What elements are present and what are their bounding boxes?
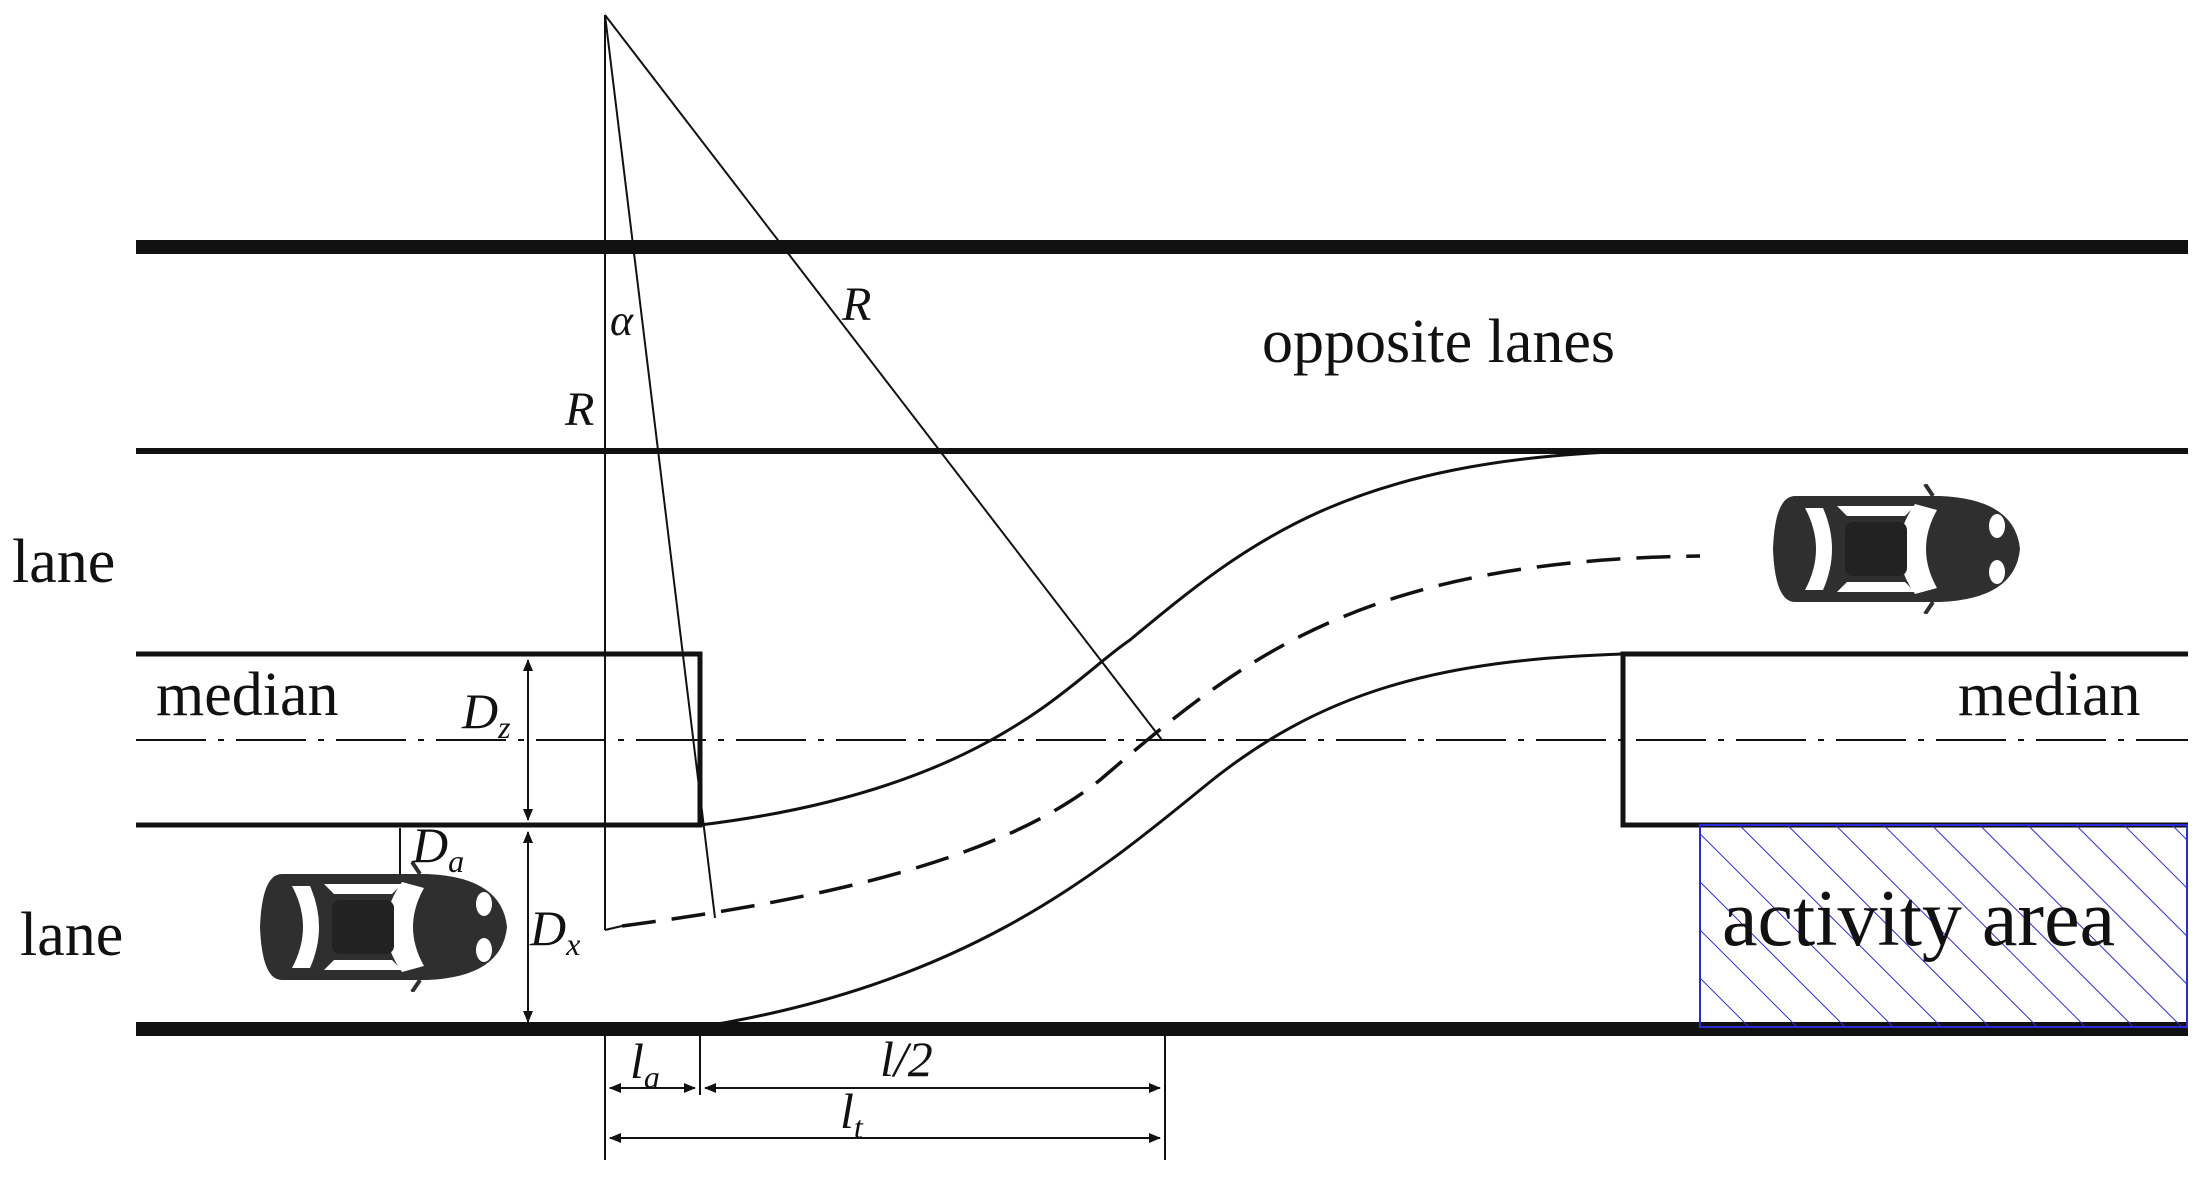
la-main: l (630, 1033, 644, 1089)
activity-area (1699, 824, 2188, 1028)
dx-symbol: Dx (529, 900, 580, 962)
activity-area-hatch (1699, 824, 2188, 1028)
radius-alpha-line (604, 14, 716, 919)
lane-upper-label: lane (12, 528, 115, 596)
car-upper-right (1771, 484, 2022, 614)
lane-lower-label: lane (20, 901, 123, 969)
lt-main: l (840, 1083, 854, 1139)
l-half-symbol: l/2 (880, 1031, 933, 1087)
radius-diagonal-line (604, 14, 1163, 741)
dx-sub: x (565, 926, 580, 962)
transition-curves (621, 449, 1701, 1029)
road-lines (136, 240, 2188, 1036)
dx-main: D (529, 900, 566, 956)
alpha-symbol: α (610, 296, 634, 345)
activity-area-label: activity area (1722, 875, 2115, 963)
median-right-label: median (1958, 661, 2141, 729)
left-median-outline (136, 651, 703, 828)
dz-sub: z (497, 709, 511, 745)
dz-symbol: Dz (461, 683, 511, 745)
dz-main: D (461, 683, 498, 739)
car-lower-left (258, 862, 509, 992)
text-labels: opposite lanes lane lane median median a… (12, 278, 2141, 1145)
da-main: D (411, 817, 448, 873)
construction-lines (604, 14, 1163, 931)
dimension-lines (399, 659, 1166, 1160)
la-symbol: la (630, 1033, 660, 1095)
da-symbol: Da (411, 817, 464, 879)
la-sub: a (644, 1059, 660, 1095)
opposite-lanes-label: opposite lanes (1262, 308, 1615, 376)
r-vertical-symbol: R (564, 383, 594, 436)
lower-transition-curve (699, 652, 1624, 1029)
median-left-label: median (156, 661, 339, 729)
bottom-foot-line (604, 925, 623, 931)
r-diagonal-symbol: R (841, 278, 871, 331)
lt-sub: t (854, 1109, 864, 1145)
vehicle-path-dashed (621, 554, 1701, 928)
lt-symbol: lt (840, 1083, 864, 1145)
da-sub: a (448, 843, 464, 879)
upper-transition-curve (699, 449, 1636, 827)
